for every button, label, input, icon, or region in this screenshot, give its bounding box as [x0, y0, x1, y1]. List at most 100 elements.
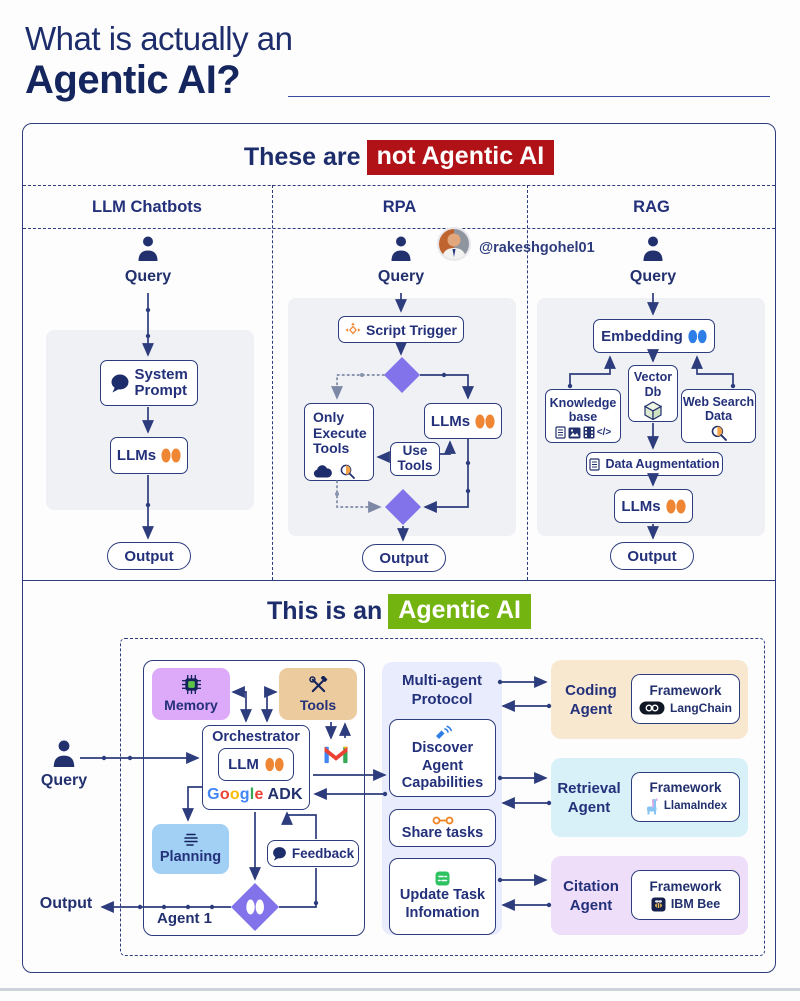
planning-node: Planning — [152, 824, 229, 874]
agentic-dashed-frame — [120, 638, 765, 956]
system-prompt-node: System Prompt — [100, 360, 198, 406]
citation-framework-box: Framework IBM Bee — [631, 870, 740, 920]
output-node: Output — [362, 544, 446, 572]
share-tasks-node: Share tasks — [389, 809, 496, 847]
footer-divider — [0, 988, 800, 991]
chip-icon — [181, 675, 201, 694]
link-icon — [432, 816, 453, 824]
user-icon — [52, 740, 76, 767]
divider-dashed-bottom — [23, 228, 775, 229]
llamaindex-logo — [646, 798, 658, 814]
column-header-rag: RAG — [633, 198, 670, 216]
coding-agent-label: Coding Agent — [565, 682, 617, 718]
section-divider — [23, 580, 775, 581]
film-icon — [583, 426, 595, 439]
vector-db-node: Vector Db — [628, 365, 678, 422]
update-task-node: Update Task Infomation — [389, 858, 496, 935]
llm-node: LLM — [218, 748, 294, 781]
not-agentic-heading-plain: These are — [243, 143, 361, 171]
script-trigger-icon — [345, 321, 361, 338]
user-icon — [642, 236, 664, 261]
memory-label: Memory — [164, 697, 218, 713]
agentic-query-label: Query — [40, 772, 88, 789]
not-agentic-heading-highlight: not Agentic AI — [366, 140, 555, 175]
output-node: Output — [610, 542, 694, 570]
satellite-icon — [435, 726, 452, 740]
framework-label: Framework — [649, 683, 722, 698]
discover-capabilities-label: Discover Agent Capabilities — [401, 740, 484, 792]
retrieval-agent-label: Retrieval Agent — [557, 780, 621, 816]
update-task-label: Update Task Infomation — [399, 887, 486, 921]
adk-label: ADK — [267, 786, 303, 803]
framework-label: Framework — [649, 878, 722, 894]
output-label: Output — [124, 547, 174, 565]
retrieval-framework-box: Framework LlamaIndex — [631, 772, 740, 822]
only-execute-tools-node: Only Execute Tools — [304, 403, 374, 481]
google-letter: g — [239, 786, 250, 803]
rag-query-label: Query — [629, 268, 677, 285]
brain-icon — [161, 448, 181, 463]
llms-node: LLMs — [424, 403, 502, 439]
speech-bubble-icon — [110, 373, 130, 393]
langchain-logo — [639, 701, 665, 715]
page-title-line1: What is actually an — [25, 20, 293, 57]
checklist-icon — [435, 871, 450, 886]
column-separator-2 — [527, 185, 528, 580]
image-icon — [568, 427, 581, 439]
protocol-title: Multi-agent Protocol — [402, 672, 482, 708]
agentic-heading-highlight: Agentic AI — [388, 594, 531, 629]
output-node: Output — [107, 542, 191, 570]
page-title-line2: Agentic AI? — [25, 58, 241, 102]
document-icon — [589, 457, 601, 471]
speech-bubble-icon — [272, 847, 286, 861]
llms-node: LLMs — [614, 489, 693, 523]
feedback-node: Feedback — [267, 840, 359, 867]
list-icon — [183, 833, 198, 846]
rpa-query-label: Query — [377, 268, 425, 285]
google-letter: e — [254, 786, 264, 803]
knowledge-base-node: Knowledge base </> — [545, 389, 621, 443]
google-letter: G — [207, 786, 220, 803]
divider-dashed-top — [23, 185, 775, 186]
ibm-bee-logo — [651, 897, 666, 911]
coding-framework-box: Framework LangChain — [631, 674, 740, 724]
author-handle: @rakeshgohel01 — [479, 240, 595, 256]
agentic-heading-plain: This is an — [266, 597, 383, 625]
vector-db-label: Vector Db — [633, 370, 673, 399]
feedback-label: Feedback — [291, 846, 355, 861]
column-separator-1 — [272, 185, 273, 580]
framework-name: IBM Bee — [670, 897, 721, 911]
framework-name: LangChain — [670, 701, 732, 715]
avatar — [437, 227, 471, 261]
hammer-wrench-icon — [308, 675, 327, 692]
orchestrator-label: Orchestrator — [212, 729, 300, 745]
only-execute-tools-label: Only Execute Tools — [313, 409, 367, 457]
column-header-llm-chatbots: LLM Chatbots — [92, 198, 202, 216]
not-agentic-heading: These are not Agentic AI — [22, 140, 776, 175]
use-tools-node: Use Tools — [390, 442, 440, 476]
google-letter: l — [249, 786, 255, 803]
cube-icon — [644, 401, 662, 420]
llm-query-label: Query — [124, 268, 172, 285]
google-adk-logo: G o o g l e ADK — [203, 786, 307, 804]
planning-label: Planning — [159, 849, 222, 865]
llm-label: LLM — [228, 756, 259, 773]
gmail-icon — [322, 742, 350, 765]
script-trigger-node: Script Trigger — [338, 316, 464, 343]
llm-flow-panel — [46, 330, 254, 510]
magnifier-icon — [340, 464, 355, 479]
user-icon — [137, 236, 159, 261]
use-tools-label: Use Tools — [397, 443, 433, 473]
title-underline — [288, 96, 770, 97]
magnifier-icon — [711, 426, 727, 442]
output-label: Output — [379, 549, 429, 567]
embedding-label: Embedding — [601, 327, 683, 345]
agentic-heading: This is an Agentic AI — [22, 594, 776, 629]
knowledge-base-label: Knowledge base — [549, 395, 617, 424]
system-prompt-label: System Prompt — [134, 365, 188, 399]
llms-label: LLMs — [116, 447, 157, 464]
brain-icon-blue — [688, 329, 707, 344]
google-letter: o — [219, 786, 230, 803]
main-frame — [22, 123, 776, 973]
